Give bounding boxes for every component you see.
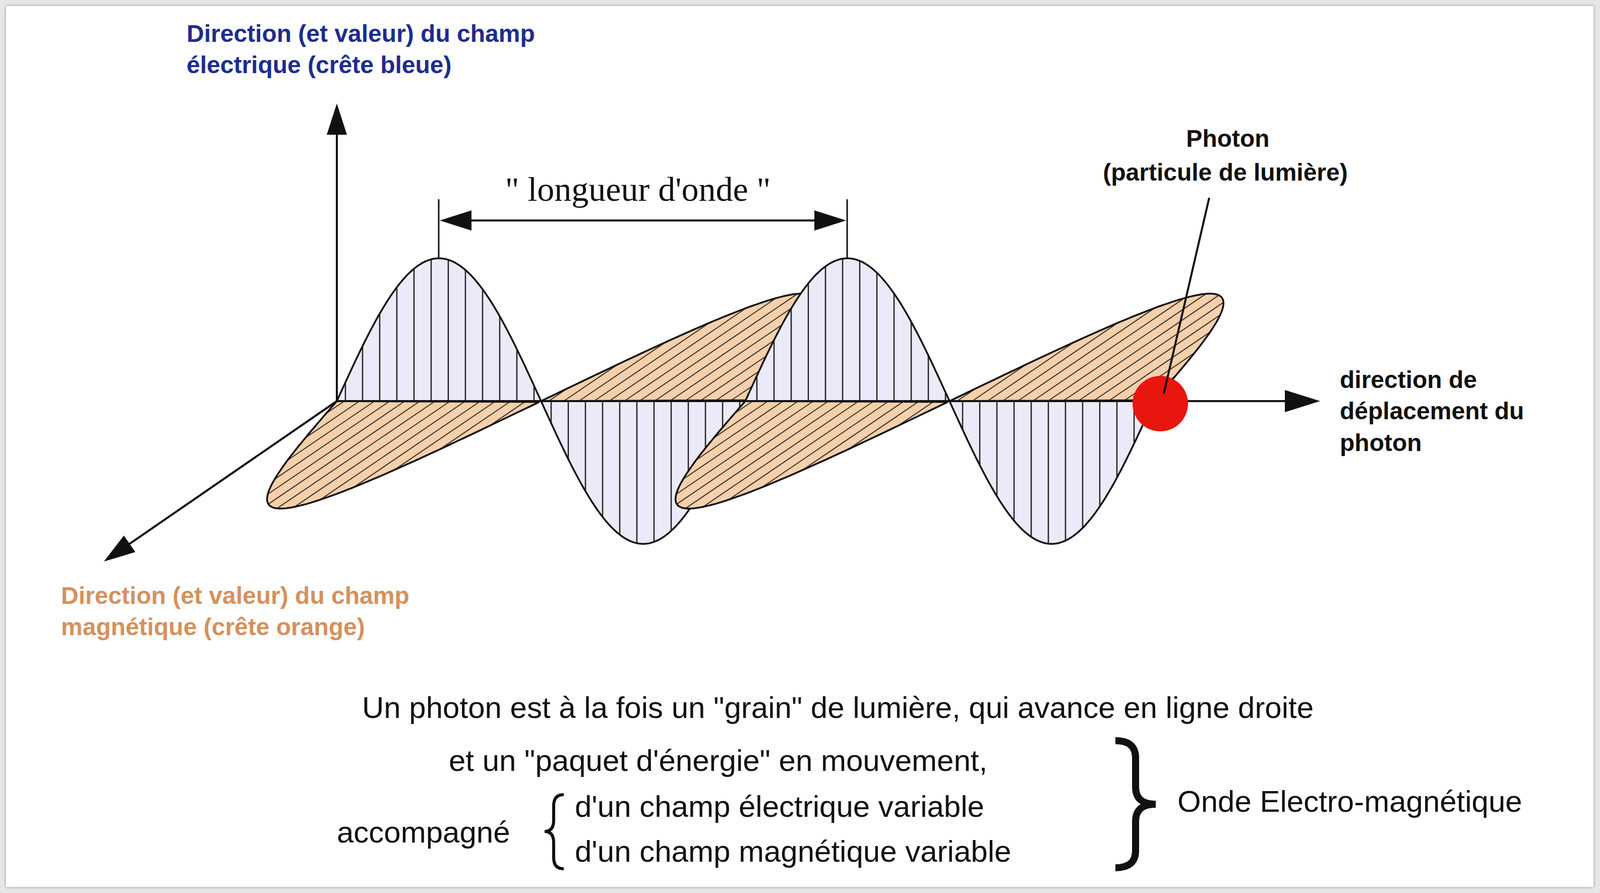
hatch-line: [464, 269, 467, 401]
lobe-outline: [541, 293, 815, 401]
hatch-line: [773, 339, 776, 401]
caption-line: Onde Electro-magnétique: [1177, 781, 1523, 821]
hatch-line: [893, 293, 896, 401]
hatch-line: [898, 400, 935, 426]
caption-line: accompagné: [336, 812, 511, 852]
hatch-line: [619, 400, 621, 535]
hatch-line: [1082, 400, 1084, 528]
axis-label: Direction (et valeur) du champ électriqu…: [186, 18, 621, 82]
hatch-line: [516, 348, 518, 401]
hatch-line: [676, 400, 829, 504]
hatch-line: [790, 308, 793, 401]
hatch-line: [1116, 400, 1118, 478]
arrowhead: [814, 210, 847, 231]
hatch-line: [499, 316, 501, 401]
hatch-line: [362, 345, 364, 401]
hatch-line: [1047, 400, 1050, 544]
hatch-line: [859, 260, 861, 401]
hatch-line: [756, 375, 758, 401]
hatch-line: [489, 400, 526, 426]
dimension-line: [463, 219, 822, 222]
hatch-line: [1099, 400, 1101, 507]
lobe-fill: [541, 293, 815, 401]
axis-line: [335, 132, 338, 401]
hatch-line: [550, 400, 553, 424]
hatch-line: [802, 400, 905, 470]
hatch-line: [320, 400, 466, 500]
dimension-tick: [846, 199, 849, 259]
axis-label: Direction (et valeur) du champ magnétiqu…: [61, 579, 495, 643]
hatch-line: [1002, 322, 1118, 401]
hatch-line: [653, 400, 656, 542]
hatch-line: [277, 400, 436, 509]
axis-line: [128, 400, 337, 545]
hatch-line: [482, 288, 484, 401]
hatch-line: [294, 400, 451, 507]
hatch-line: [1017, 308, 1155, 402]
dimension-tick: [438, 199, 440, 259]
photon-dot: [1132, 375, 1189, 432]
hatch-line: [267, 400, 405, 495]
hatch-line: [962, 400, 964, 430]
brace: [544, 794, 564, 869]
hatch-line: [1030, 400, 1033, 537]
arrowhead: [1284, 389, 1321, 412]
hatch-line: [353, 400, 481, 488]
hatch-line: [824, 266, 827, 401]
arrowhead: [326, 103, 347, 135]
brace: [1115, 740, 1156, 868]
caption-line: d'un champ électrique variable: [574, 786, 985, 826]
hatch-line: [567, 400, 570, 459]
dimension-label: " longueur d'onde ": [505, 166, 772, 212]
hatch-line: [670, 400, 673, 531]
lobe-fill: [675, 400, 948, 509]
caption-line: et un "paquet d'énergie" en mouvement,: [448, 740, 988, 781]
hatch-line: [268, 400, 421, 504]
hatch-line: [439, 400, 511, 450]
hatch-line: [685, 400, 845, 509]
hatch-line: [972, 364, 1027, 401]
hatch-line: [1064, 400, 1067, 541]
callout-label: Photon: [1186, 123, 1270, 155]
callout-label: (particule de lumière): [1102, 156, 1348, 189]
hatch-line: [413, 268, 416, 401]
leader-line: [1163, 197, 1210, 394]
hatch-line: [447, 259, 450, 401]
arrowhead: [103, 535, 136, 562]
hatch-line: [563, 364, 618, 401]
hatch-line: [848, 400, 920, 450]
caption-line: Un photon est à la fois un "grain" de lu…: [362, 687, 1314, 728]
hatch-line: [274, 400, 390, 480]
lobe-outline: [675, 400, 948, 509]
hatch-line: [1013, 400, 1016, 521]
hatch-line: [609, 308, 747, 402]
hatch-line: [676, 400, 814, 495]
hatch-line: [728, 400, 874, 500]
hatch-line: [842, 258, 844, 401]
arrowhead: [439, 210, 472, 231]
hatch-line: [910, 321, 913, 401]
hatch-line: [807, 283, 810, 401]
hatch-line: [702, 400, 859, 507]
hatch-line: [979, 400, 981, 465]
hatch-line: [393, 400, 496, 470]
hatch-line: [602, 400, 604, 517]
hatch-line: [683, 400, 799, 480]
hatch-line: [876, 272, 878, 401]
hatch-line: [636, 400, 638, 544]
hatch-line: [594, 322, 709, 401]
hatch-line: [584, 400, 587, 492]
hatch-line: [996, 400, 998, 497]
hatch-line: [927, 354, 930, 401]
hatch-line: [430, 259, 433, 401]
caption-line: d'un champ magnétique variable: [574, 831, 1012, 871]
hatch-line: [379, 313, 381, 401]
lobe-fill: [267, 400, 540, 509]
hatch-line: [639, 293, 798, 401]
axis-label: direction de déplacement du photon: [1339, 364, 1572, 459]
hatch-line: [761, 400, 890, 488]
magnetic-field-lobes-front: [267, 400, 948, 509]
hatch-line: [396, 286, 398, 401]
lobe-outline: [267, 400, 540, 509]
